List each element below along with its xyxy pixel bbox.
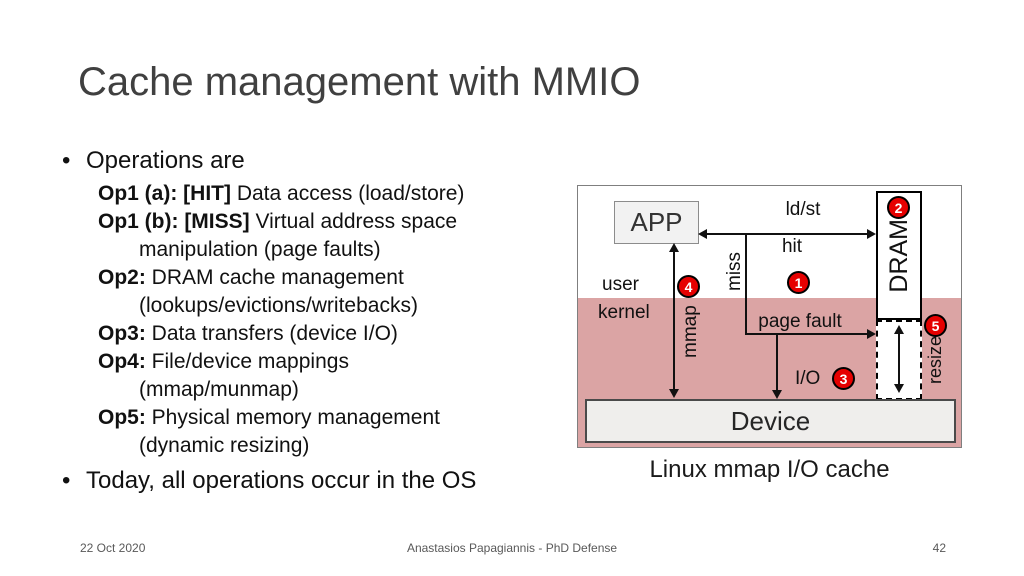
op3-label: Op3: — [98, 322, 146, 345]
footer-date: 22 Oct 2020 — [80, 541, 146, 555]
op1a-text: Data access (load/store) — [230, 182, 465, 205]
io-line — [776, 334, 778, 391]
badge-4: 4 — [677, 275, 700, 298]
diagram-caption: Linux mmap I/O cache — [649, 456, 890, 483]
io-label: I/O — [795, 368, 821, 389]
resize-arrow-line — [898, 333, 900, 385]
op4-item: Op4: File/device mappings (mmap/munmap) — [98, 348, 488, 404]
op2-label: Op2: — [98, 266, 146, 289]
op1b-label: Op1 (b): [MISS] — [98, 210, 250, 233]
mmap-arrow-line — [673, 252, 675, 390]
ldst-arrowhead-left-icon — [698, 229, 707, 239]
footer-credit: Anastasios Papagiannis - PhD Defense — [406, 541, 618, 555]
op1a-item: Op1 (a): [HIT] Data access (load/store) — [98, 180, 488, 208]
io-arrowhead-icon — [772, 390, 782, 399]
ldst-label: ld/st — [785, 199, 821, 220]
device-box: Device — [585, 399, 956, 443]
op1b-text: Virtual address space manipulation (page… — [139, 210, 458, 261]
resize-arrowhead-up-icon — [894, 325, 904, 334]
miss-line — [745, 234, 747, 335]
slide-title: Cache management with MMIO — [78, 60, 641, 104]
ldst-arrow-line — [707, 233, 868, 235]
op5-label: Op5: — [98, 406, 146, 429]
op1b-item: Op1 (b): [MISS] Virtual address space ma… — [98, 208, 488, 264]
dram-box: DRAM — [876, 191, 922, 320]
op5-text: Physical memory management (dynamic resi… — [139, 406, 440, 457]
op3-item: Op3: Data transfers (device I/O) — [98, 320, 488, 348]
badge-3: 3 — [832, 367, 855, 390]
footer-page-number: 42 — [932, 541, 946, 555]
mmap-label: mmap — [680, 305, 701, 359]
mmap-arrowhead-down-icon — [669, 389, 679, 398]
kernel-label: kernel — [598, 302, 650, 323]
hit-label: hit — [781, 236, 803, 257]
resize-arrowhead-down-icon — [894, 384, 904, 393]
mmio-diagram: APP DRAM Device user kernel ld/st hit mi… — [577, 185, 962, 448]
badge-1: 1 — [787, 271, 810, 294]
op5-item: Op5: Physical memory management (dynamic… — [98, 404, 488, 460]
miss-label: miss — [724, 251, 745, 291]
user-label: user — [602, 274, 639, 295]
page-fault-arrowhead-icon — [867, 329, 876, 339]
op1a-label: Op1 (a): [HIT] — [98, 182, 231, 205]
bullet-list: Operations are Op1 (a): [HIT] Data acces… — [60, 146, 560, 496]
page-fault-line — [745, 333, 868, 335]
bullet-today: Today, all operations occur in the OS — [60, 466, 560, 496]
op2-text: DRAM cache management (lookups/evictions… — [139, 266, 418, 317]
bullet-operations: Operations are — [60, 146, 560, 176]
resize-label: resize — [925, 336, 945, 385]
op4-text: File/device mappings (mmap/munmap) — [139, 350, 349, 401]
op4-label: Op4: — [98, 350, 146, 373]
badge-2: 2 — [887, 196, 910, 219]
badge-5: 5 — [924, 314, 947, 337]
page-fault-label: page fault — [758, 311, 842, 332]
app-box: APP — [614, 201, 699, 244]
op2-item: Op2: DRAM cache management (lookups/evic… — [98, 264, 488, 320]
ldst-arrowhead-right-icon — [867, 229, 876, 239]
op3-text: Data transfers (device I/O) — [145, 322, 398, 345]
mmap-arrowhead-up-icon — [669, 243, 679, 252]
dram-label: DRAM — [884, 218, 913, 293]
